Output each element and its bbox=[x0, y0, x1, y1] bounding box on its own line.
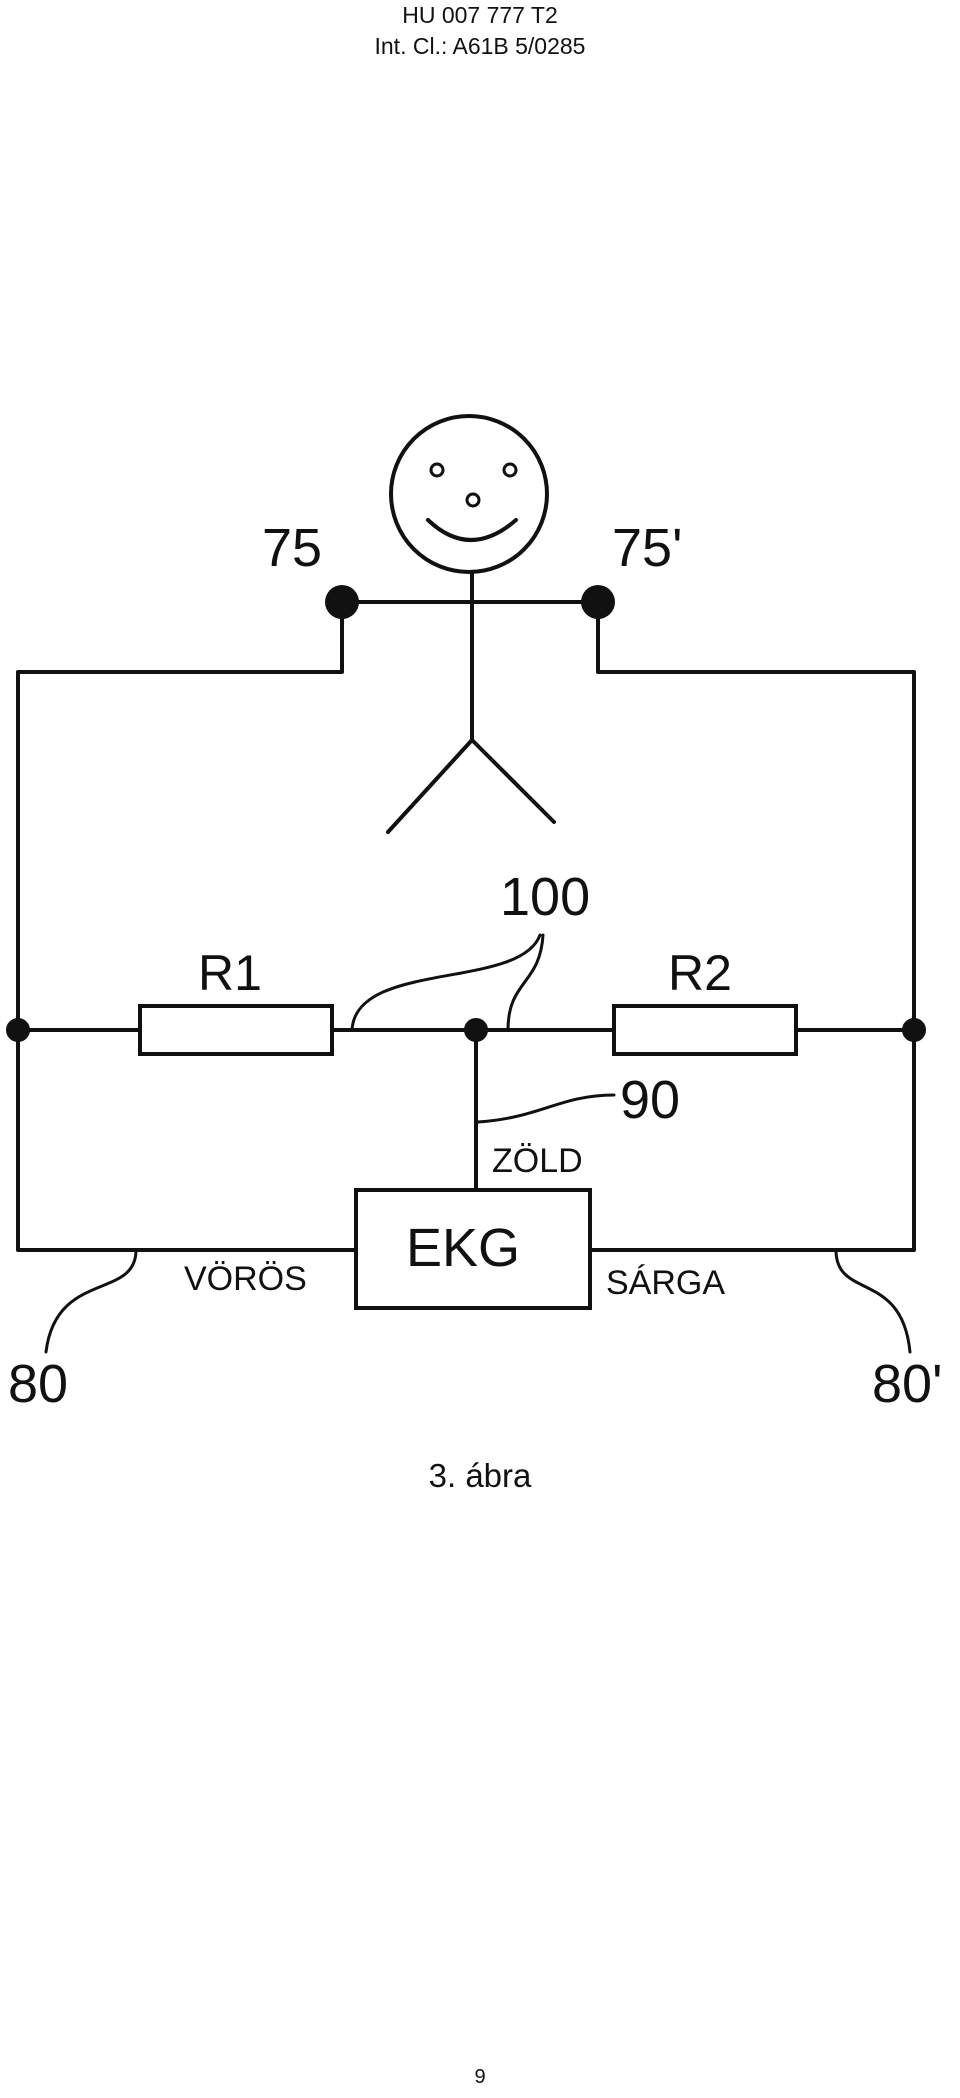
junction-center bbox=[464, 1018, 488, 1042]
lead-left-label: 80 bbox=[8, 1354, 68, 1414]
leader-100-left bbox=[350, 933, 542, 1032]
page-number: 9 bbox=[474, 2066, 486, 2088]
wire-left-loop bbox=[16, 600, 358, 1252]
resistor-r2 bbox=[612, 1004, 798, 1056]
person-head bbox=[389, 414, 549, 574]
page-header: HU 007 777 T2 Int. Cl.: A61B 5/0285 bbox=[0, 0, 960, 62]
resistor-r1 bbox=[138, 1004, 334, 1056]
person-figure bbox=[340, 414, 600, 834]
green-lead-label: ZÖLD bbox=[492, 1142, 583, 1180]
ekg-device bbox=[354, 1188, 592, 1310]
person-left-eye bbox=[429, 462, 445, 478]
person-right-leg bbox=[470, 738, 556, 824]
classification-code: Int. Cl.: A61B 5/0285 bbox=[374, 33, 586, 59]
leader-80 bbox=[44, 1248, 138, 1354]
person-smile bbox=[426, 518, 518, 542]
figure-caption: 3. ábra bbox=[428, 1457, 532, 1494]
resistor-r1-label: R1 bbox=[198, 945, 262, 1001]
electrode-left-label: 75 bbox=[262, 518, 322, 578]
node-ref-label: 100 bbox=[500, 867, 590, 927]
red-lead-label: VÖRÖS bbox=[184, 1260, 307, 1298]
junction-right bbox=[902, 1018, 926, 1042]
ekg-label: EKG bbox=[406, 1218, 520, 1278]
leader-80-prime bbox=[834, 1248, 912, 1354]
person-left-leg bbox=[386, 738, 474, 834]
resistor-r2-label: R2 bbox=[668, 945, 732, 1001]
document-number: HU 007 777 T2 bbox=[402, 2, 558, 28]
ground-ref-label: 90 bbox=[620, 1070, 680, 1130]
yellow-lead-label: SÁRGA bbox=[606, 1264, 725, 1302]
leader-90 bbox=[476, 1093, 616, 1124]
person-nose bbox=[465, 492, 481, 508]
person-right-eye bbox=[502, 462, 518, 478]
leader-100-right bbox=[506, 933, 545, 1032]
electrode-right-label: 75' bbox=[612, 518, 682, 578]
junction-left bbox=[6, 1018, 30, 1042]
wire-right-loop bbox=[588, 600, 916, 1252]
lead-right-label: 80' bbox=[872, 1354, 942, 1414]
